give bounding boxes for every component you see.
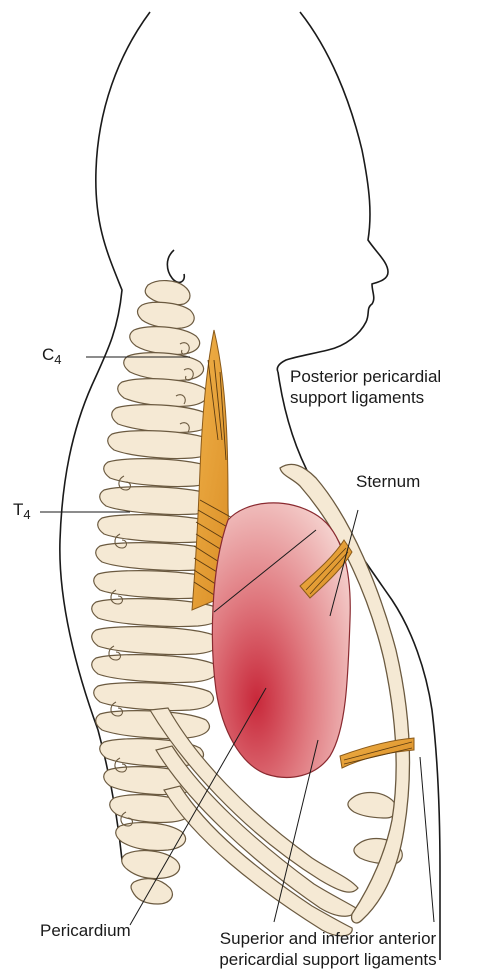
label-anterior-line-1: Superior and inferior anterior <box>187 928 469 949</box>
label-t4-subscript: 4 <box>23 507 30 522</box>
label-posterior-line-1: Posterior pericardial <box>290 366 441 387</box>
label-t4: T4 <box>13 499 31 525</box>
label-c4-subscript: 4 <box>54 352 61 367</box>
label-sternum: Sternum <box>356 471 420 492</box>
label-t4-letter: T <box>13 500 23 519</box>
label-anterior-ligaments: Superior and inferior anterior pericardi… <box>187 928 469 970</box>
label-anterior-line-2: pericardial support ligaments <box>187 949 469 970</box>
label-posterior-line-2: support ligaments <box>290 387 441 408</box>
label-c4: C4 <box>42 344 62 370</box>
label-pericardium: Pericardium <box>40 920 131 941</box>
pericardium <box>212 503 350 778</box>
label-c4-letter: C <box>42 345 54 364</box>
label-posterior-ligaments: Posterior pericardial support ligaments <box>290 366 441 408</box>
